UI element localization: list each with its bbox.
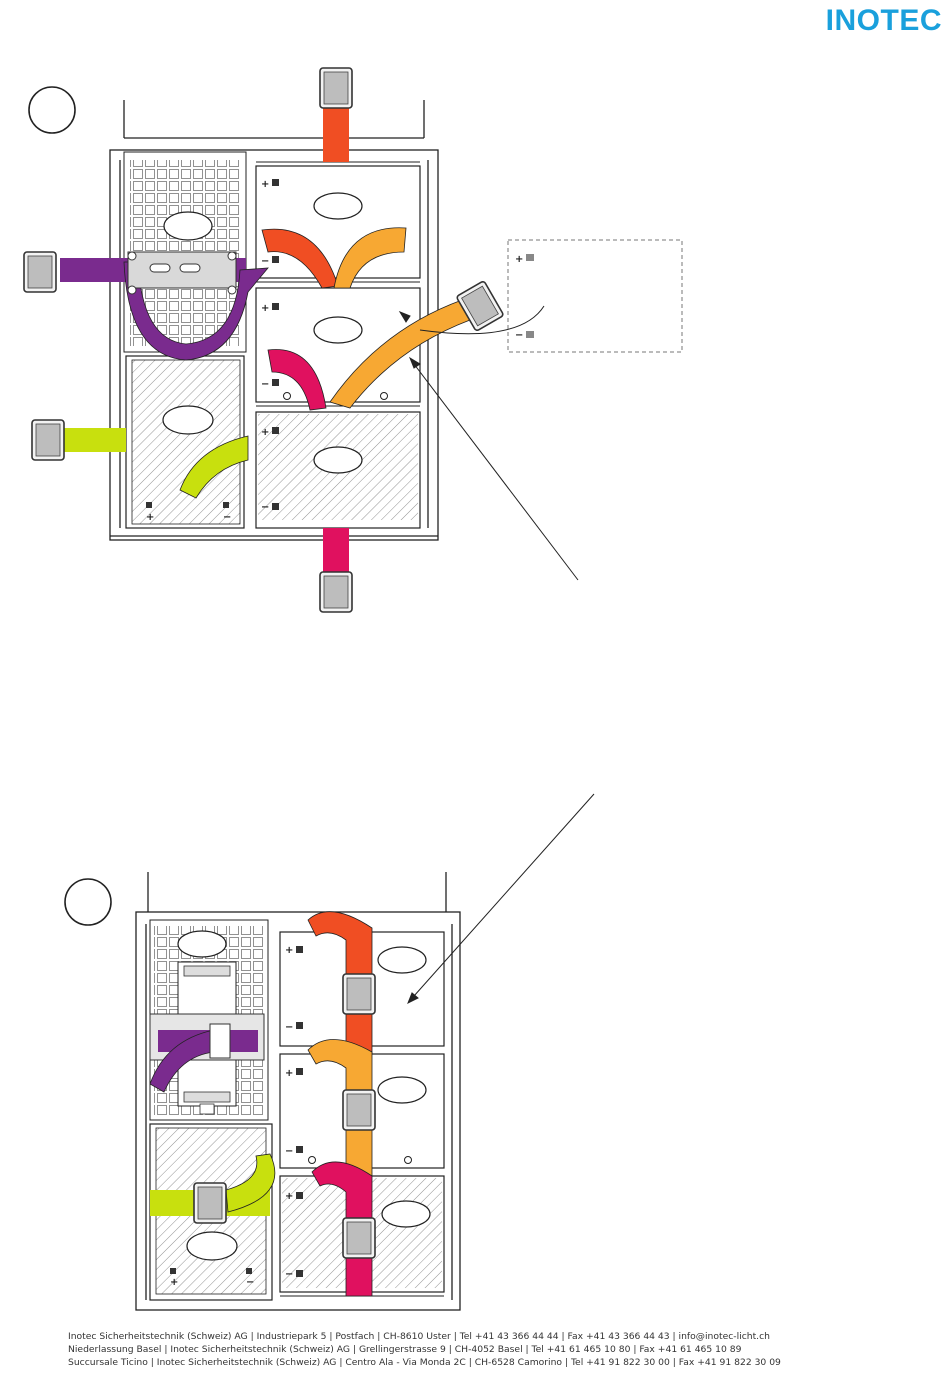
terminal-plus-label: + — [146, 512, 154, 523]
terminal-minus-label: − — [515, 330, 523, 341]
footer-line-ticino: Succursale Ticino | Inotec Sicherheitste… — [68, 1357, 781, 1368]
cabinet-bottom — [135, 872, 461, 1311]
terminal-plus-label: + — [261, 303, 269, 314]
strap-orange-diagonal-top — [329, 279, 505, 409]
terminal-minus-label: − — [285, 1269, 293, 1280]
strap-crimson-top — [267, 349, 327, 411]
inotec-logo: INOTEC — [825, 4, 942, 37]
strap-crimson-bottom-top — [319, 528, 353, 613]
terminal-minus-label: − — [261, 379, 269, 390]
strap-crimson-bottom — [311, 1161, 376, 1297]
terminal-detail-inset: + − — [419, 239, 683, 353]
terminal-minus-label: − — [223, 512, 231, 523]
terminal-plus-label: + — [515, 254, 523, 265]
terminal-plus-label: + — [285, 1191, 293, 1202]
footer-line-uster: Inotec Sicherheitstechnik (Schweiz) AG |… — [68, 1331, 770, 1342]
diagram-bottom: + − + − + − + − — [64, 793, 595, 1311]
terminal-minus-label: − — [285, 1146, 293, 1157]
diagram-top: + − + − + − + − — [23, 67, 683, 613]
footer-address: Inotec Sicherheitstechnik (Schweiz) AG |… — [68, 1330, 781, 1369]
terminal-minus-label: − — [261, 256, 269, 267]
pointer-arrow-bottom — [407, 793, 595, 1005]
strap-lime-bottom — [150, 1153, 276, 1224]
pointer-arrow-top — [398, 310, 579, 581]
battery-left-small-top: + − — [125, 355, 245, 529]
terminal-plus-label: + — [285, 945, 293, 956]
step-marker-2 — [64, 878, 112, 926]
terminal-minus-label: − — [285, 1022, 293, 1033]
step-marker-1 — [28, 86, 76, 134]
terminal-minus-label: − — [246, 1277, 254, 1288]
cabinet-top — [109, 100, 439, 541]
terminal-plus-label: + — [261, 427, 269, 438]
control-unit-bottom — [149, 919, 269, 1121]
terminal-minus-label: − — [261, 502, 269, 513]
strap-orange-upper-top — [333, 227, 407, 289]
strap-purple-top — [23, 251, 269, 361]
battery-strapping-diagram: + − + − + − + − — [23, 67, 683, 1311]
terminal-plus-label: + — [170, 1277, 178, 1288]
terminal-plus-label: + — [285, 1068, 293, 1079]
strap-purple-bottom — [149, 1023, 258, 1093]
strap-lime-top — [31, 419, 249, 499]
terminal-plus-label: + — [261, 179, 269, 190]
footer-line-basel: Niederlassung Basel | Inotec Sicherheits… — [68, 1344, 742, 1355]
